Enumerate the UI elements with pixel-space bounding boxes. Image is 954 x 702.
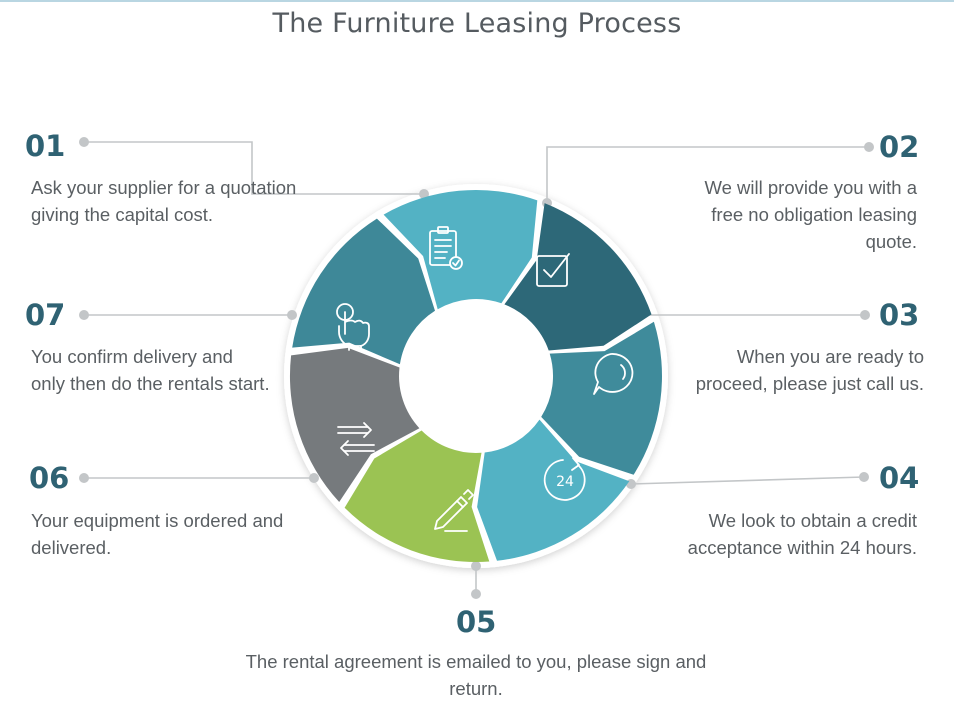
step-04-number: 04 xyxy=(879,461,920,495)
connector-01 xyxy=(84,141,424,195)
segment-04 xyxy=(477,419,630,561)
segment-07 xyxy=(292,218,435,365)
exchange-arrows-icon xyxy=(337,422,375,456)
step-03-number: 03 xyxy=(879,298,920,332)
segment-03 xyxy=(541,321,662,475)
step-05-text: The rental agreement is emailed to you, … xyxy=(245,651,707,699)
step-06-number: 06 xyxy=(29,461,70,495)
pen-sign-icon xyxy=(434,489,474,532)
step-02-number: 02 xyxy=(879,130,920,164)
step-03-text: When you are ready to proceed, please ju… xyxy=(695,346,924,394)
connector-lines xyxy=(84,141,869,594)
chat-bubble-icon xyxy=(593,353,634,395)
segment-06 xyxy=(289,347,420,502)
24-hours-icon: 24 xyxy=(543,457,586,501)
checkbox-icon xyxy=(536,253,570,287)
step-01-number: 01 xyxy=(25,129,66,163)
cycle-segments xyxy=(289,190,662,562)
top-border xyxy=(0,0,954,2)
connector-04 xyxy=(630,476,865,485)
step-02-text: We will provide you with a free no oblig… xyxy=(704,177,918,252)
step-04-text: We look to obtain a credit acceptance wi… xyxy=(687,510,917,558)
clipboard-check-icon xyxy=(429,226,463,270)
segment-01 xyxy=(383,190,538,310)
step-01-text: Ask your supplier for a quotation giving… xyxy=(31,177,297,225)
page-title: The Furniture Leasing Process xyxy=(272,8,682,39)
step-06-text: Your equipment is ordered and delivered. xyxy=(31,510,284,558)
segment-02 xyxy=(504,203,652,351)
hand-pointer-icon xyxy=(336,303,370,351)
segment-05 xyxy=(344,430,490,562)
connector-02 xyxy=(546,146,869,203)
step-07-number: 07 xyxy=(25,298,66,332)
step-05-number: 05 xyxy=(456,605,497,639)
step-07-text: You confirm delivery and only then do th… xyxy=(31,346,270,394)
icon-24-label: 24 xyxy=(556,474,574,490)
